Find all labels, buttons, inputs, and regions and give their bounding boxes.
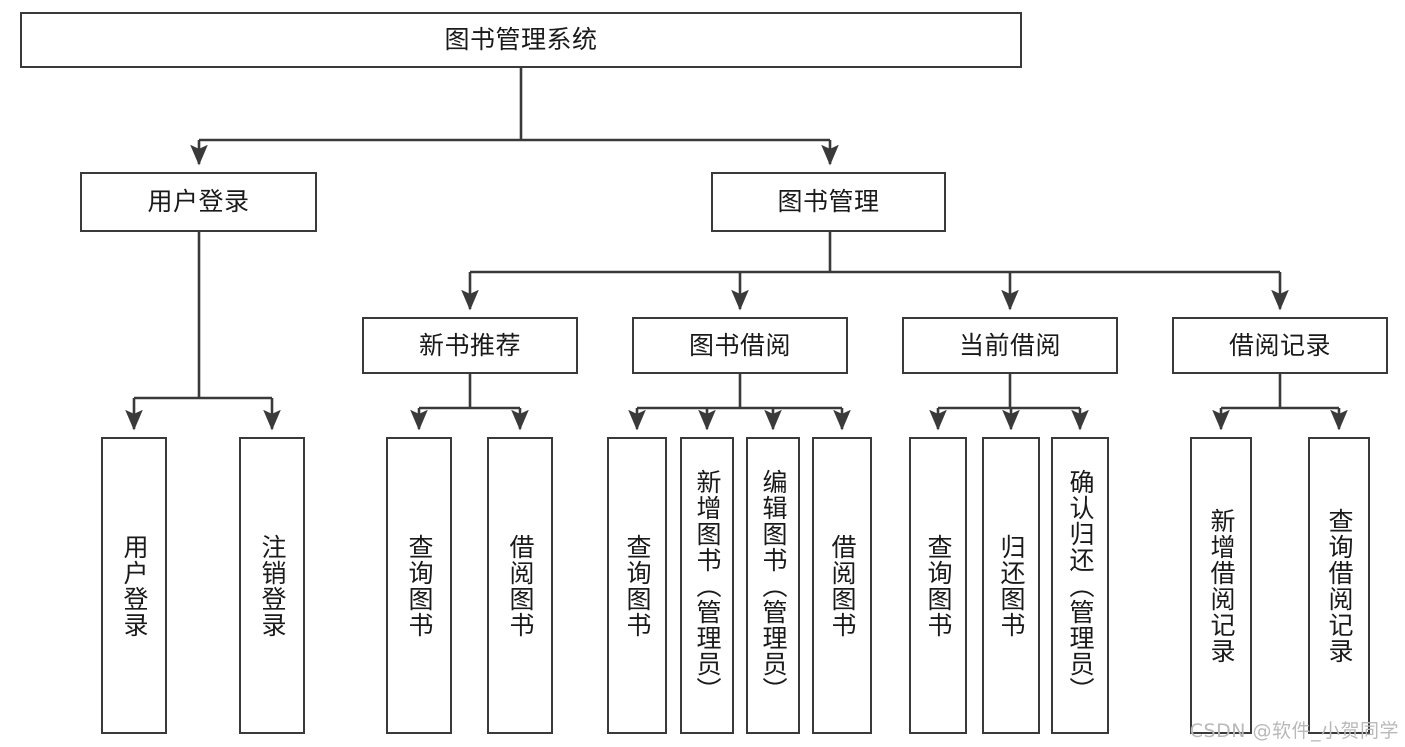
leaf-edit-book-admin-label: 编辑图书（管理员） [759, 468, 788, 703]
leaf-query-book-current-label: 查询图书 [924, 533, 953, 638]
leaf-add-borrow-record-label: 新增借阅记录 [1207, 507, 1236, 664]
leaf-return-book-label: 归还图书 [997, 533, 1026, 638]
leaf-query-borrow-record[interactable]: 查询借阅记录 [1308, 437, 1370, 734]
leaf-query-book-recommend[interactable]: 查询图书 [386, 437, 452, 734]
leaf-logout-label: 注销登录 [258, 533, 287, 638]
leaf-borrow-book-label: 借阅图书 [828, 533, 857, 638]
node-borrow-record[interactable]: 借阅记录 [1172, 317, 1388, 374]
node-new-book-recommend[interactable]: 新书推荐 [362, 317, 578, 374]
leaf-confirm-return-admin[interactable]: 确认归还（管理员） [1051, 437, 1109, 734]
leaf-borrow-book-recommend[interactable]: 借阅图书 [487, 437, 553, 734]
leaf-user-login-label: 用户登录 [120, 533, 149, 638]
leaf-query-book-recommend-label: 查询图书 [405, 533, 434, 638]
node-book-borrow-label: 图书借阅 [688, 330, 791, 360]
node-book-management[interactable]: 图书管理 [711, 172, 946, 232]
login-to-leaf-connectors [125, 232, 281, 431]
leaf-confirm-return-admin-label: 确认归还（管理员） [1066, 468, 1095, 703]
record-to-leaf-connectors [1212, 374, 1348, 431]
leaf-borrow-book-recommend-label: 借阅图书 [506, 533, 535, 638]
csdn-watermark: CSDN @软件_小贺同学 [1189, 720, 1399, 742]
node-user-login[interactable]: 用户登录 [80, 172, 317, 232]
leaf-query-book-current[interactable]: 查询图书 [909, 437, 967, 734]
leaf-add-borrow-record[interactable]: 新增借阅记录 [1190, 437, 1252, 734]
root-to-level2-connectors [190, 68, 839, 166]
leaf-add-book-admin[interactable]: 新增图书（管理员） [680, 437, 734, 734]
leaf-logout[interactable]: 注销登录 [239, 437, 305, 734]
node-current-borrow-label: 当前借阅 [958, 330, 1061, 360]
borrow-to-leaf-connectors [628, 374, 851, 431]
node-new-book-recommend-label: 新书推荐 [418, 330, 521, 360]
bookmgmt-to-level3-connectors [461, 232, 1289, 311]
node-root[interactable]: 图书管理系统 [20, 12, 1022, 68]
leaf-query-book-borrow[interactable]: 查询图书 [607, 437, 667, 734]
leaf-return-book[interactable]: 归还图书 [982, 437, 1040, 734]
node-book-borrow[interactable]: 图书借阅 [632, 317, 848, 374]
node-root-label: 图书管理系统 [444, 25, 598, 55]
leaf-edit-book-admin[interactable]: 编辑图书（管理员） [746, 437, 800, 734]
leaf-add-book-admin-label: 新增图书（管理员） [693, 468, 722, 703]
node-book-management-label: 图书管理 [777, 187, 880, 217]
leaf-borrow-book[interactable]: 借阅图书 [812, 437, 872, 734]
leaf-user-login[interactable]: 用户登录 [101, 437, 167, 734]
node-borrow-record-label: 借阅记录 [1228, 330, 1331, 360]
node-user-login-label: 用户登录 [147, 187, 250, 217]
leaf-query-book-borrow-label: 查询图书 [623, 533, 652, 638]
newbook-to-leaf-connectors [410, 374, 529, 431]
leaf-query-borrow-record-label: 查询借阅记录 [1325, 507, 1354, 664]
node-current-borrow[interactable]: 当前借阅 [902, 317, 1118, 374]
current-to-leaf-connectors [929, 374, 1089, 431]
